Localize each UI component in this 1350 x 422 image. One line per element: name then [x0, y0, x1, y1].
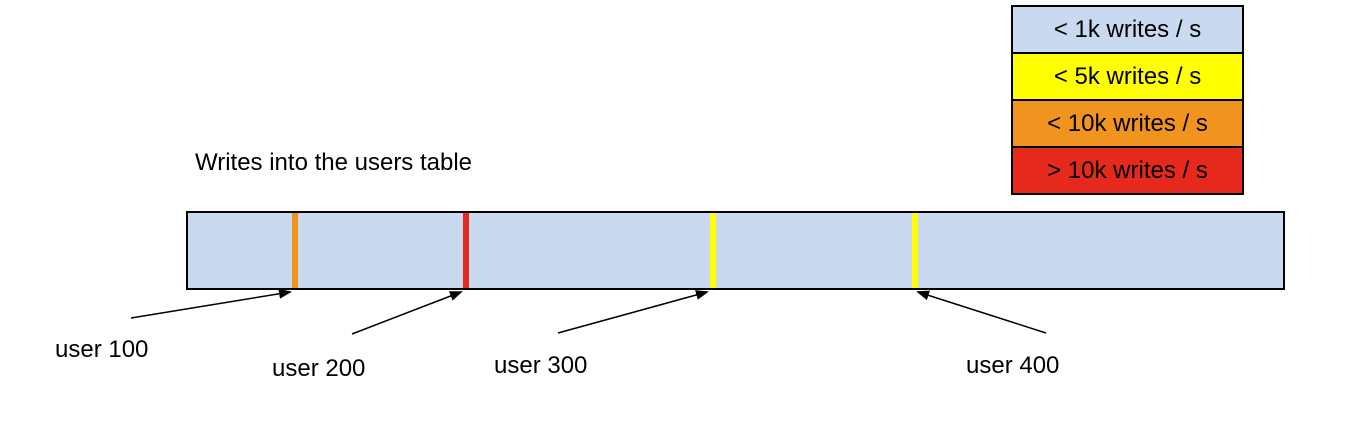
- user-label-user-100: user 100: [55, 336, 149, 363]
- arrow-user-400: [916, 290, 1047, 334]
- arrow-user-200: [351, 291, 463, 335]
- arrow-user-300: [557, 290, 709, 334]
- hotspot-marker-user-200: [463, 213, 469, 288]
- legend-item-lt-5k-writes: < 5k writes / s: [1013, 54, 1242, 101]
- user-label-user-200: user 200: [272, 355, 366, 382]
- hotspot-marker-user-100: [292, 213, 298, 288]
- legend-item-lt-1k-writes: < 1k writes / s: [1013, 7, 1242, 54]
- hotspot-marker-user-300: [710, 213, 716, 288]
- legend-label: < 5k writes / s: [1053, 62, 1202, 90]
- user-label-user-300: user 300: [494, 352, 588, 379]
- user-label-user-400: user 400: [966, 352, 1060, 379]
- legend-label: < 10k writes / s: [1047, 109, 1208, 137]
- legend-item-gt-10k-writes: > 10k writes / s: [1013, 148, 1242, 193]
- legend-label: > 10k writes / s: [1047, 156, 1208, 184]
- legend: < 1k writes / s < 5k writes / s < 10k writ…: [1011, 5, 1244, 195]
- users-table-bar: [186, 211, 1285, 290]
- hotspot-marker-user-400: [912, 213, 918, 288]
- arrow-user-100: [130, 288, 292, 319]
- legend-item-lt-10k-writes: < 10k writes / s: [1013, 101, 1242, 148]
- diagram-title: Writes into the users table: [195, 149, 473, 176]
- legend-label: < 1k writes / s: [1053, 15, 1202, 43]
